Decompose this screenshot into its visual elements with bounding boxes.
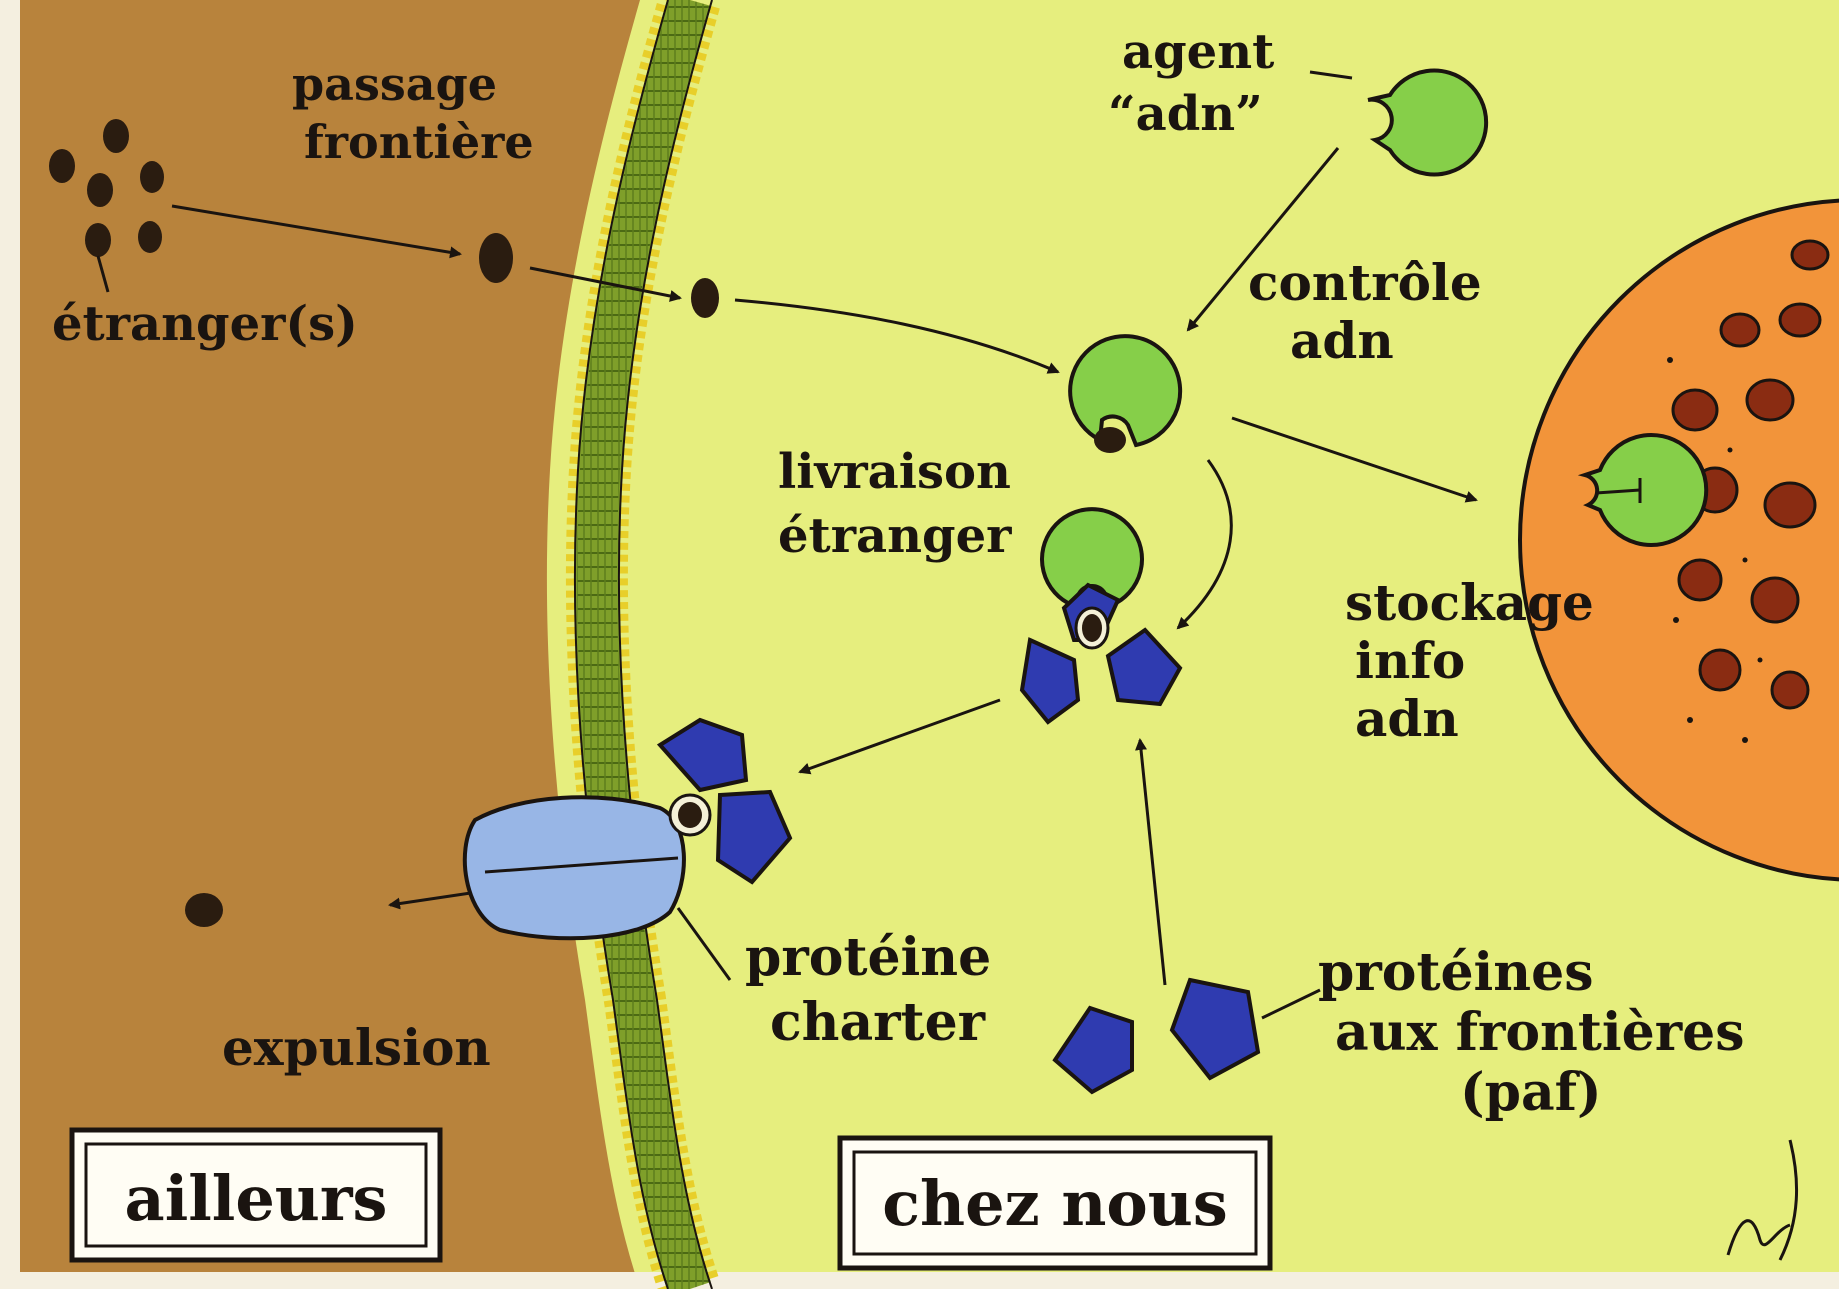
paf-label-line3: (paf) [1460,1062,1602,1123]
charter-label-line2: charter [770,992,986,1053]
storage-label-line3: adn [1355,689,1459,748]
paf-label-line1: protéines [1318,942,1593,1003]
agent-label-line1: agent [1122,24,1274,80]
delivery-label-line2: étranger [778,508,1012,564]
expelled-particle [185,893,223,927]
passage-label-line2: frontière [304,115,534,169]
stranger-label: étranger(s) [52,296,358,352]
entered-particle [691,278,719,318]
control-label-line1: contrôle [1248,253,1482,312]
storage-label-line1: stockage [1345,573,1594,632]
charter-label-line1: protéine [745,927,991,988]
control-label-line2: adn [1290,311,1394,370]
expulsion-label: expulsion [222,1018,491,1077]
passage-label-line1: passage [292,57,497,111]
paf-label-line2: aux frontières [1335,1002,1744,1063]
home-box: chez nous [840,1138,1270,1268]
storage-label-line2: info [1355,631,1465,690]
delivery-label-line1: livraison [778,444,1011,500]
agent-label-line2: “adn” [1108,86,1263,142]
elsewhere-box: ailleurs [72,1130,440,1260]
crossing-particle [479,233,513,283]
elsewhere-label: ailleurs [125,1162,388,1235]
home-label: chez nous [882,1167,1227,1240]
